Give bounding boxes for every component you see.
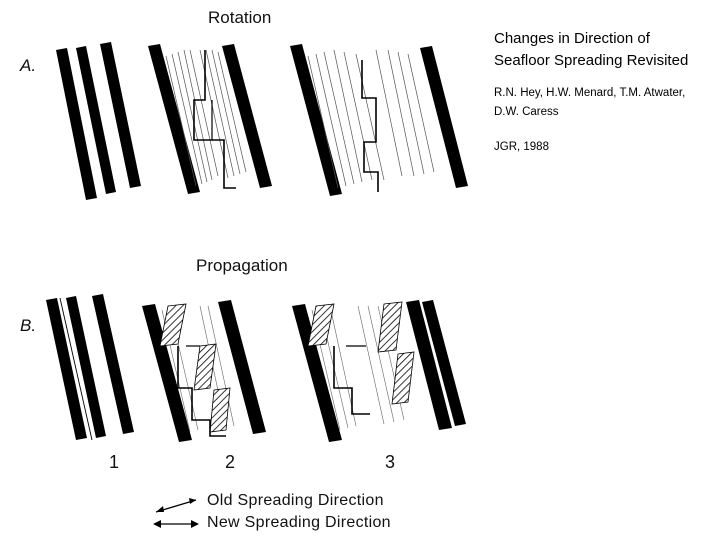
panel-a-stage-1 [56, 42, 141, 200]
panel-b-stage-3 [292, 300, 466, 442]
citation-sidebar: Changes in Direction of Seafloor Spreadi… [494, 28, 709, 157]
paper-title: Changes in Direction of Seafloor Spreadi… [494, 30, 689, 69]
legend-old-arrow [155, 498, 197, 513]
stage-label-2: 2 [225, 452, 236, 472]
legend-new-label: New Spreading Direction [207, 514, 391, 531]
panel-a-stage-3 [290, 44, 468, 196]
stage-label-3: 3 [385, 452, 396, 472]
panel-b-stage-2 [142, 300, 266, 442]
panel-b-title: Propagation [196, 256, 288, 275]
panel-b-stage-1 [46, 294, 134, 441]
panel-a-letter: A. [20, 56, 37, 75]
figure-panel: A. Rotation B. Propagation 1 2 3 Old Spr… [20, 8, 468, 531]
panel-a-stage-2 [148, 44, 272, 194]
paper-journal: JGR, 1988 [494, 141, 549, 153]
legend-new-arrow [153, 520, 199, 528]
paper-authors: R.N. Hey, H.W. Menard, T.M. Atwater, D.W… [494, 87, 686, 118]
panel-b-letter: B. [20, 316, 37, 335]
stage-label-1: 1 [109, 452, 120, 472]
legend-old-label: Old Spreading Direction [207, 492, 384, 509]
seafloor-diagram [46, 42, 468, 528]
panel-a-title: Rotation [208, 8, 272, 27]
